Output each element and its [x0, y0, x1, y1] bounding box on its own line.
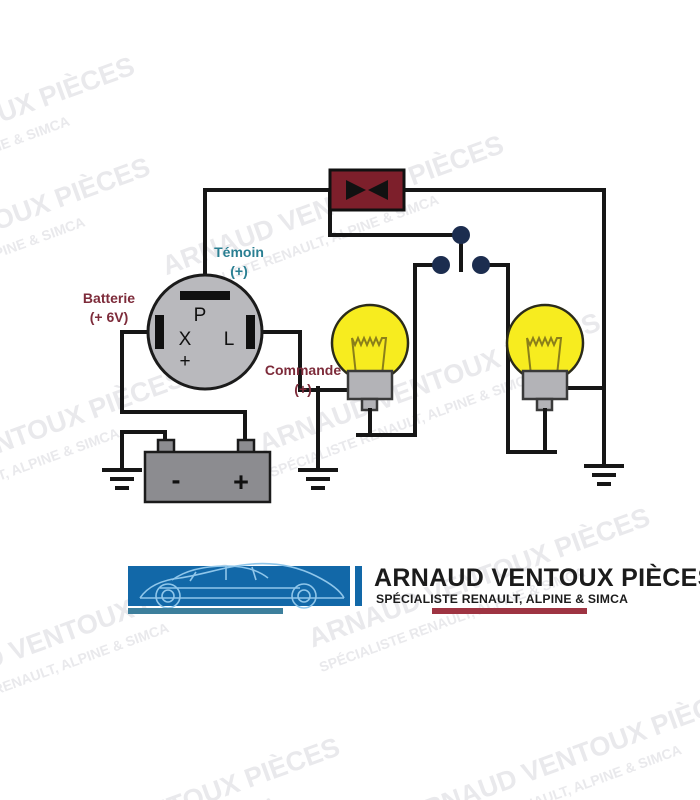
- contact-cluster[interactable]: [432, 226, 490, 274]
- fuse-arrow-right-icon: [346, 180, 366, 200]
- battery-body: [143, 450, 272, 504]
- logo-separator-bar: [355, 566, 362, 606]
- wire-x-to-battery-plus: [120, 330, 247, 414]
- label-temoin-line1: Témoin: [214, 244, 264, 260]
- lamp-left-filament: [351, 335, 388, 376]
- battery-negative-label: -: [172, 465, 181, 495]
- label-batterie-line1: Batterie: [83, 290, 135, 306]
- switch-terminal-L: [246, 315, 255, 349]
- lamp-right[interactable]: [505, 303, 585, 454]
- logo-car-panel: [128, 566, 350, 606]
- wire-commande-to-lamp-left-base: [298, 330, 352, 392]
- contact-dot-top[interactable]: [452, 226, 470, 244]
- logo-bar-right: [432, 608, 587, 614]
- label-batterie: Batterie (+ 6V): [83, 290, 135, 325]
- switch-label-L: L: [224, 329, 235, 350]
- label-temoin-line2: (+): [230, 263, 248, 279]
- logo-car-outline-icon: [139, 562, 345, 609]
- ground-left: [102, 468, 142, 490]
- lamp-left[interactable]: [330, 303, 410, 437]
- switch-label-P: P: [194, 305, 207, 326]
- lamp-left-base: [346, 369, 394, 401]
- fuse-arrow-left-icon: [368, 180, 388, 200]
- fuse-component[interactable]: [328, 168, 406, 212]
- wire-fuse-to-right-rail: [402, 188, 606, 412]
- battery-positive-label: +: [233, 467, 249, 497]
- switch-terminal-P: [180, 291, 230, 300]
- label-commande: Commande (+): [265, 362, 341, 397]
- label-commande-line2: (+): [294, 381, 312, 397]
- switch-label-X: X: [179, 329, 192, 350]
- contact-dot-left[interactable]: [432, 256, 450, 274]
- switch-label-X-plus: +: [179, 351, 190, 372]
- brand-logo: ARNAUD VENTOUX PIÈCES SPÉCIALISTE RENAUL…: [128, 562, 700, 614]
- wire-lamp-left-return: [356, 298, 417, 437]
- ground-right: [584, 464, 624, 486]
- switch-terminal-X: [155, 315, 164, 349]
- contact-dot-right[interactable]: [472, 256, 490, 274]
- fuse-body: [328, 168, 406, 212]
- lamp-right-filament: [526, 335, 563, 376]
- switch-body: [146, 273, 264, 391]
- lamp-right-glass: [505, 303, 585, 383]
- ground-center: [298, 468, 338, 490]
- wire-p-to-fuse: [203, 188, 332, 312]
- label-batterie-line2: (+ 6V): [90, 309, 129, 325]
- logo-brand-name: ARNAUD VENTOUX PIÈCES: [374, 563, 700, 592]
- label-temoin: Témoin (+): [214, 244, 264, 279]
- battery-component[interactable]: - +: [143, 438, 272, 504]
- ignition-switch[interactable]: P X + L: [146, 273, 264, 391]
- logo-tagline: SPÉCIALISTE RENAULT, ALPINE & SIMCA: [376, 591, 628, 606]
- lamp-right-base: [521, 369, 569, 401]
- logo-bar-left: [128, 608, 283, 614]
- lamp-left-glass: [330, 303, 410, 383]
- label-commande-line1: Commande: [265, 362, 341, 378]
